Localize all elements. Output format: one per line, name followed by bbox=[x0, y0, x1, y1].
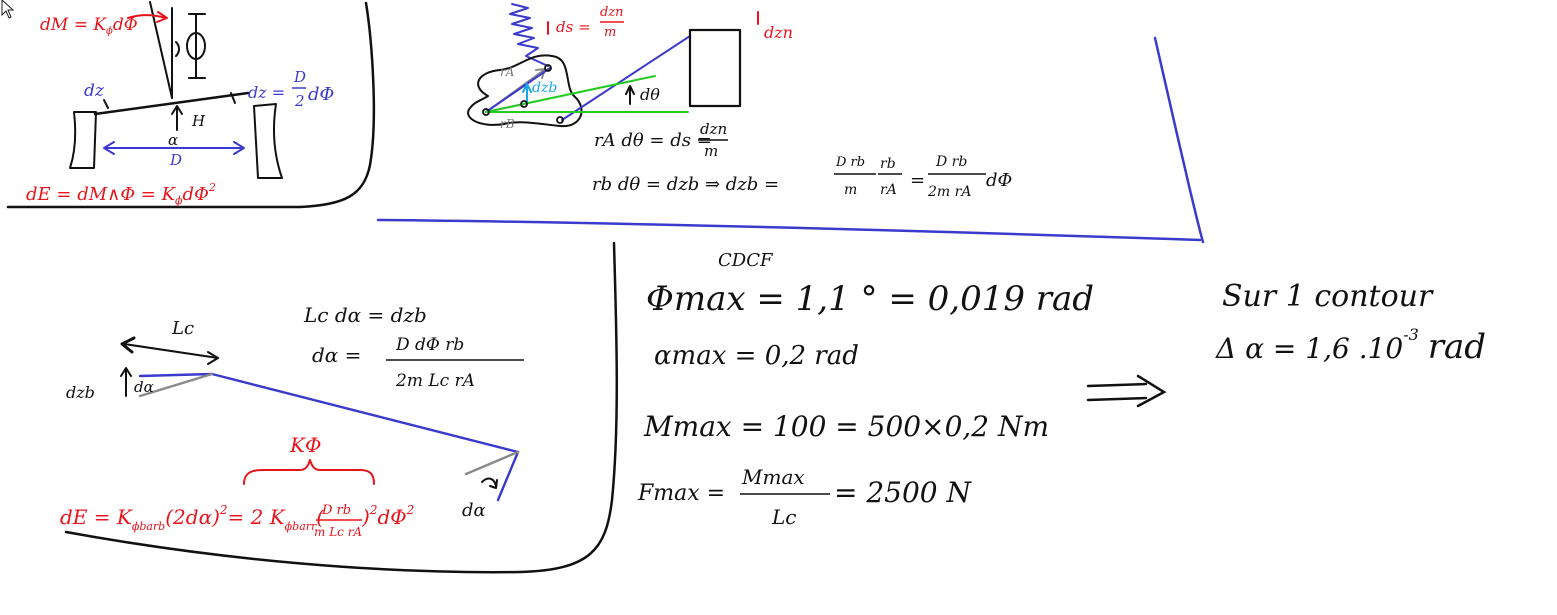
dz-frac-num: D bbox=[293, 68, 306, 86]
energy-paren-den: m Lc rA bbox=[314, 525, 362, 539]
spring-icon bbox=[509, 3, 549, 67]
eq-b-num: D dΦ rb bbox=[395, 335, 464, 355]
f-max-rhs: = 2500 N bbox=[834, 476, 973, 509]
eq2-f1-den: m bbox=[844, 182, 857, 198]
lever-arm-sketch bbox=[120, 336, 520, 502]
phi-max-line: Φmax = 1,1 ° = 0,019 rad bbox=[646, 279, 1094, 319]
result-line-2: Δ α = 1,6 .10-3 rad bbox=[1215, 325, 1486, 367]
energy-equation-top: dE = dM∧Φ = KϕdΦ2 bbox=[26, 181, 216, 207]
implies-arrow-icon bbox=[1086, 374, 1167, 408]
dzn-right-label: dzn bbox=[764, 23, 793, 42]
dz-frac-phi: dΦ bbox=[308, 84, 334, 105]
panel-top-left: dM = KϕdΦ dz dz = D 2 dΦ H α D dE = dM∧Φ… bbox=[26, 1, 334, 207]
h-label: H bbox=[191, 112, 206, 130]
cdcf-label: CDCF bbox=[718, 250, 774, 271]
energy-tail: )2dΦ2 bbox=[361, 503, 414, 529]
bending-sketch bbox=[69, 1, 283, 179]
alpha-max-line: αmax = 0,2 rad bbox=[654, 341, 859, 371]
energy-equation-bottom: dE = Kϕbarb(2dα)2= 2 Kϕbarr( bbox=[60, 503, 325, 533]
eq1-lhs: rA dθ = ds = bbox=[594, 130, 712, 151]
eq-b-den: 2m Lc rA bbox=[395, 371, 475, 391]
dzb-cyan-label: dzb bbox=[532, 80, 557, 96]
eq1-num: dzn bbox=[700, 120, 727, 138]
eq2-lhs: rb dθ = dzb ⇒ dzb = bbox=[592, 174, 779, 195]
eq1-den: m bbox=[704, 142, 718, 160]
panel-bottom-left: Lc Lc dα = dzb dα = D dΦ rb 2m Lc rA dzb… bbox=[60, 303, 524, 539]
f-max-lhs: Fmax = bbox=[637, 481, 725, 506]
dalpha-tip-label: dα bbox=[462, 500, 486, 521]
ds-frac-num: dzn bbox=[600, 5, 624, 20]
panel-top-middle: ds = dzn m dzn rA rB dzb dθ rA dθ = ds =… bbox=[467, 3, 1012, 200]
k-brace-label: KΦ bbox=[289, 433, 321, 457]
dm-equation: dM = KϕdΦ bbox=[40, 15, 138, 37]
result-block: Sur 1 contour Δ α = 1,6 .10-3 rad bbox=[1215, 279, 1486, 367]
alpha-label: α bbox=[168, 131, 178, 149]
eq-b-lhs: dα = bbox=[312, 343, 361, 367]
dz-left-label: dz bbox=[84, 81, 105, 101]
eq2-f2-den: rA bbox=[880, 182, 897, 198]
m-max-line: Mmax = 100 = 500×0,2 Nm bbox=[643, 410, 1049, 443]
lever-sketch bbox=[467, 3, 759, 128]
energy-paren-num: D rb bbox=[321, 503, 351, 518]
result-line-1: Sur 1 contour bbox=[1222, 279, 1434, 314]
eq2-tail: dΦ bbox=[986, 170, 1012, 191]
d-label: D bbox=[169, 151, 182, 169]
dzb-label: dzb bbox=[66, 383, 95, 402]
dz-right-label: dz = bbox=[248, 83, 285, 102]
rb-label: rB bbox=[500, 117, 515, 131]
eq2-eq: = bbox=[910, 170, 925, 191]
mouse-cursor-icon bbox=[1, 0, 15, 19]
dz-frac-den: 2 bbox=[294, 92, 305, 110]
panel-borders bbox=[6, 1, 1205, 574]
eq2-f1-num: D rb bbox=[835, 155, 865, 170]
eq2-f3-den: 2m rA bbox=[927, 184, 971, 200]
dalpha-left-label: dα bbox=[134, 378, 154, 396]
eq2-f2-num: rb bbox=[880, 156, 896, 172]
eq-a: Lc dα = dzb bbox=[303, 303, 427, 327]
f-max-den: Lc bbox=[771, 505, 796, 529]
ds-frac-den: m bbox=[604, 25, 616, 40]
dtheta-label: dθ bbox=[640, 85, 660, 104]
lc-label: Lc bbox=[171, 318, 194, 339]
f-max-num: Mmax bbox=[741, 465, 805, 489]
eq2-f3-num: D rb bbox=[935, 154, 967, 170]
panel-values: CDCF Φmax = 1,1 ° = 0,019 rad αmax = 0,2… bbox=[637, 250, 1094, 529]
ra-label: rA bbox=[500, 65, 515, 79]
ds-red-label: ds = bbox=[556, 18, 591, 36]
